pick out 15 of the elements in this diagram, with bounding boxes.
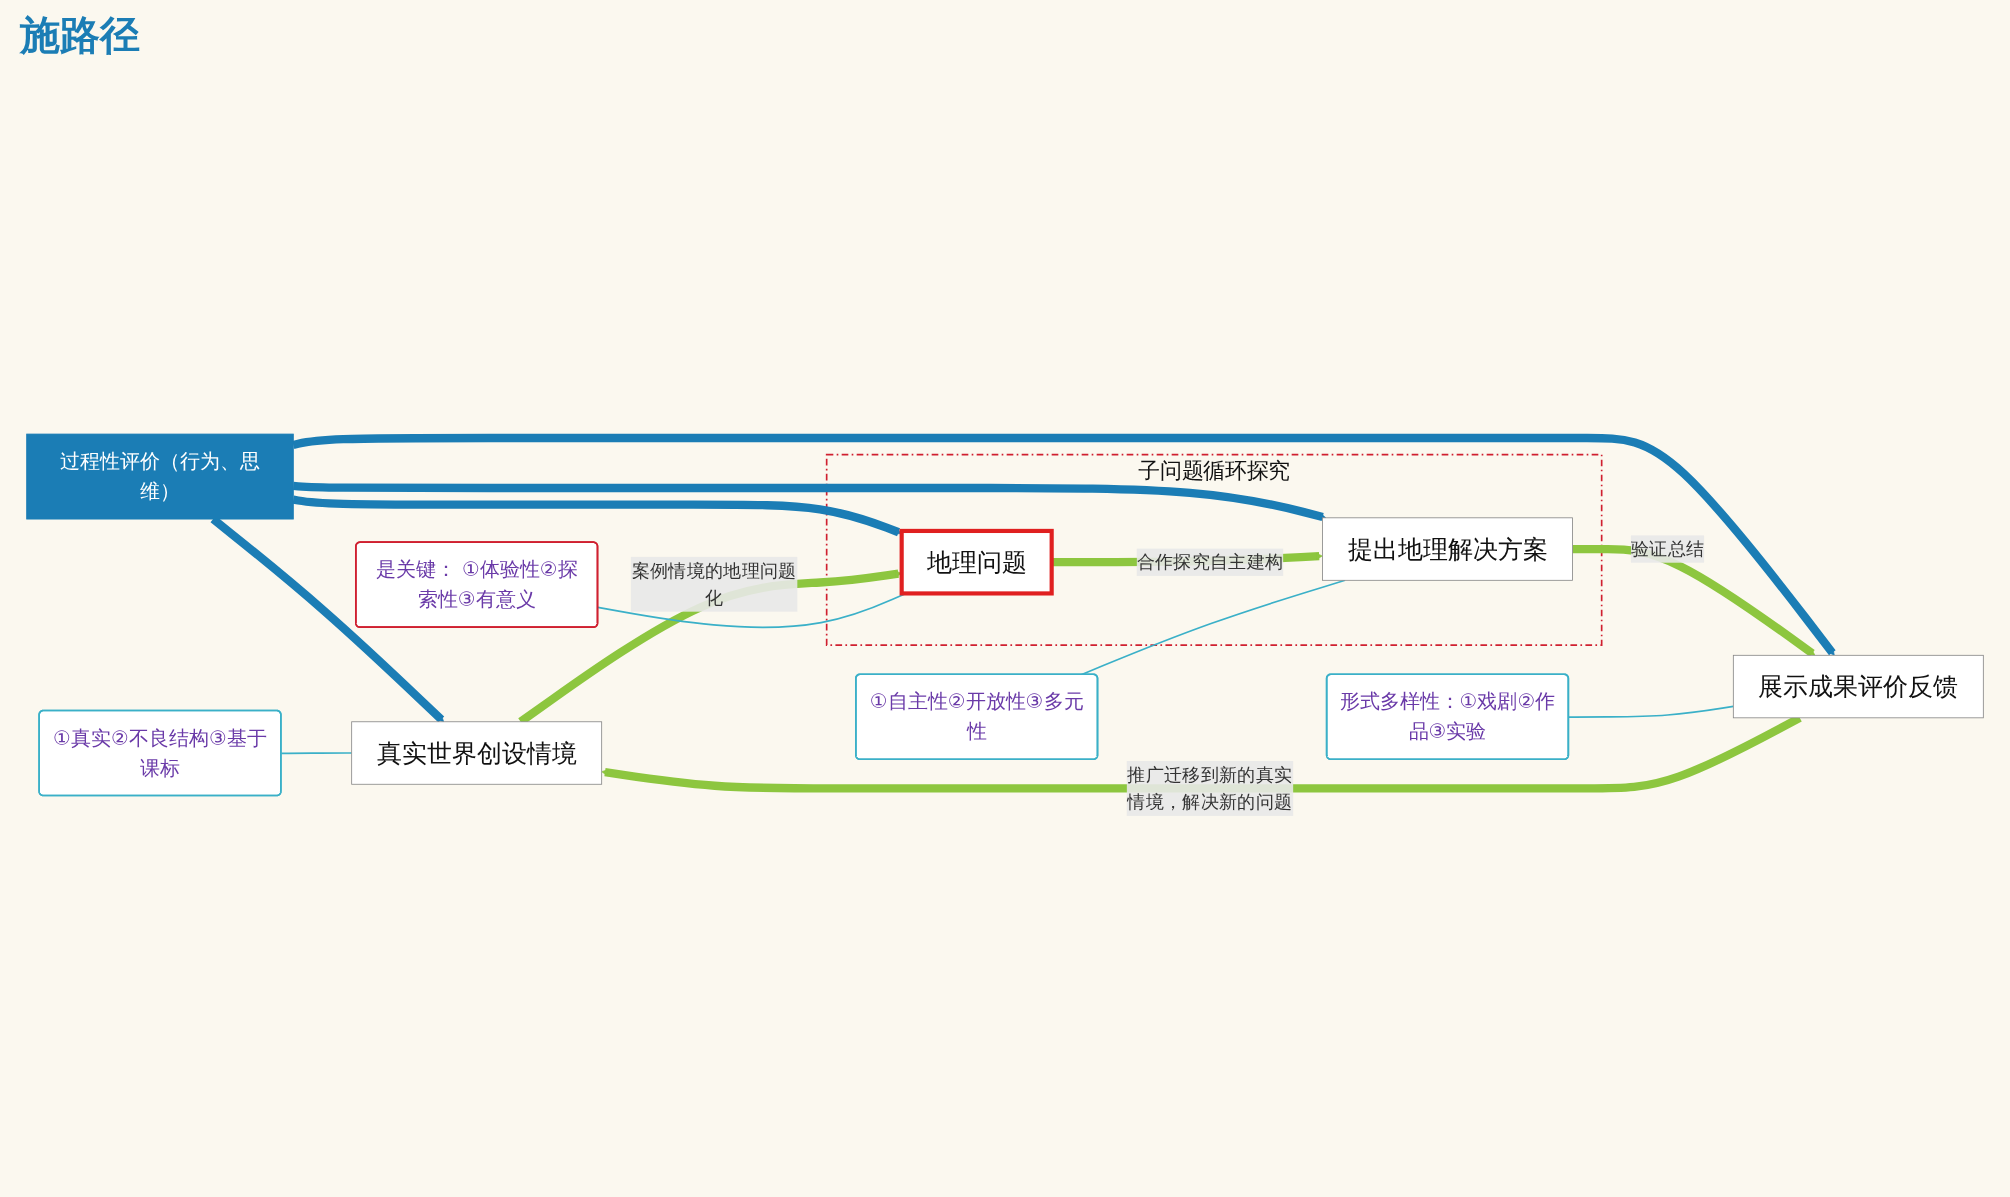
arrow [1572, 544, 1816, 657]
edge-label: 验证总结 [1630, 538, 1705, 560]
arrow [292, 433, 1836, 656]
title: 施路径 [20, 11, 140, 60]
edge-label: 案例情境的地理问题化 [631, 560, 797, 609]
node-box: 提出地理解决方案 [1322, 517, 1573, 581]
arrow [292, 495, 902, 537]
node-box: 展示成果评价反馈 [1732, 654, 1984, 719]
edge-label: 推广迁移到新的真实情境，解决新的问题 [1127, 764, 1293, 813]
node-box: 过程性评价（行为、思维） [26, 433, 294, 520]
connector [280, 752, 353, 755]
arrow [293, 481, 1327, 521]
node-box: 地理问题 [899, 528, 1054, 596]
node-box: 真实世界创设情境 [351, 721, 603, 785]
edge-label: 合作探究自主建构 [1136, 551, 1284, 573]
